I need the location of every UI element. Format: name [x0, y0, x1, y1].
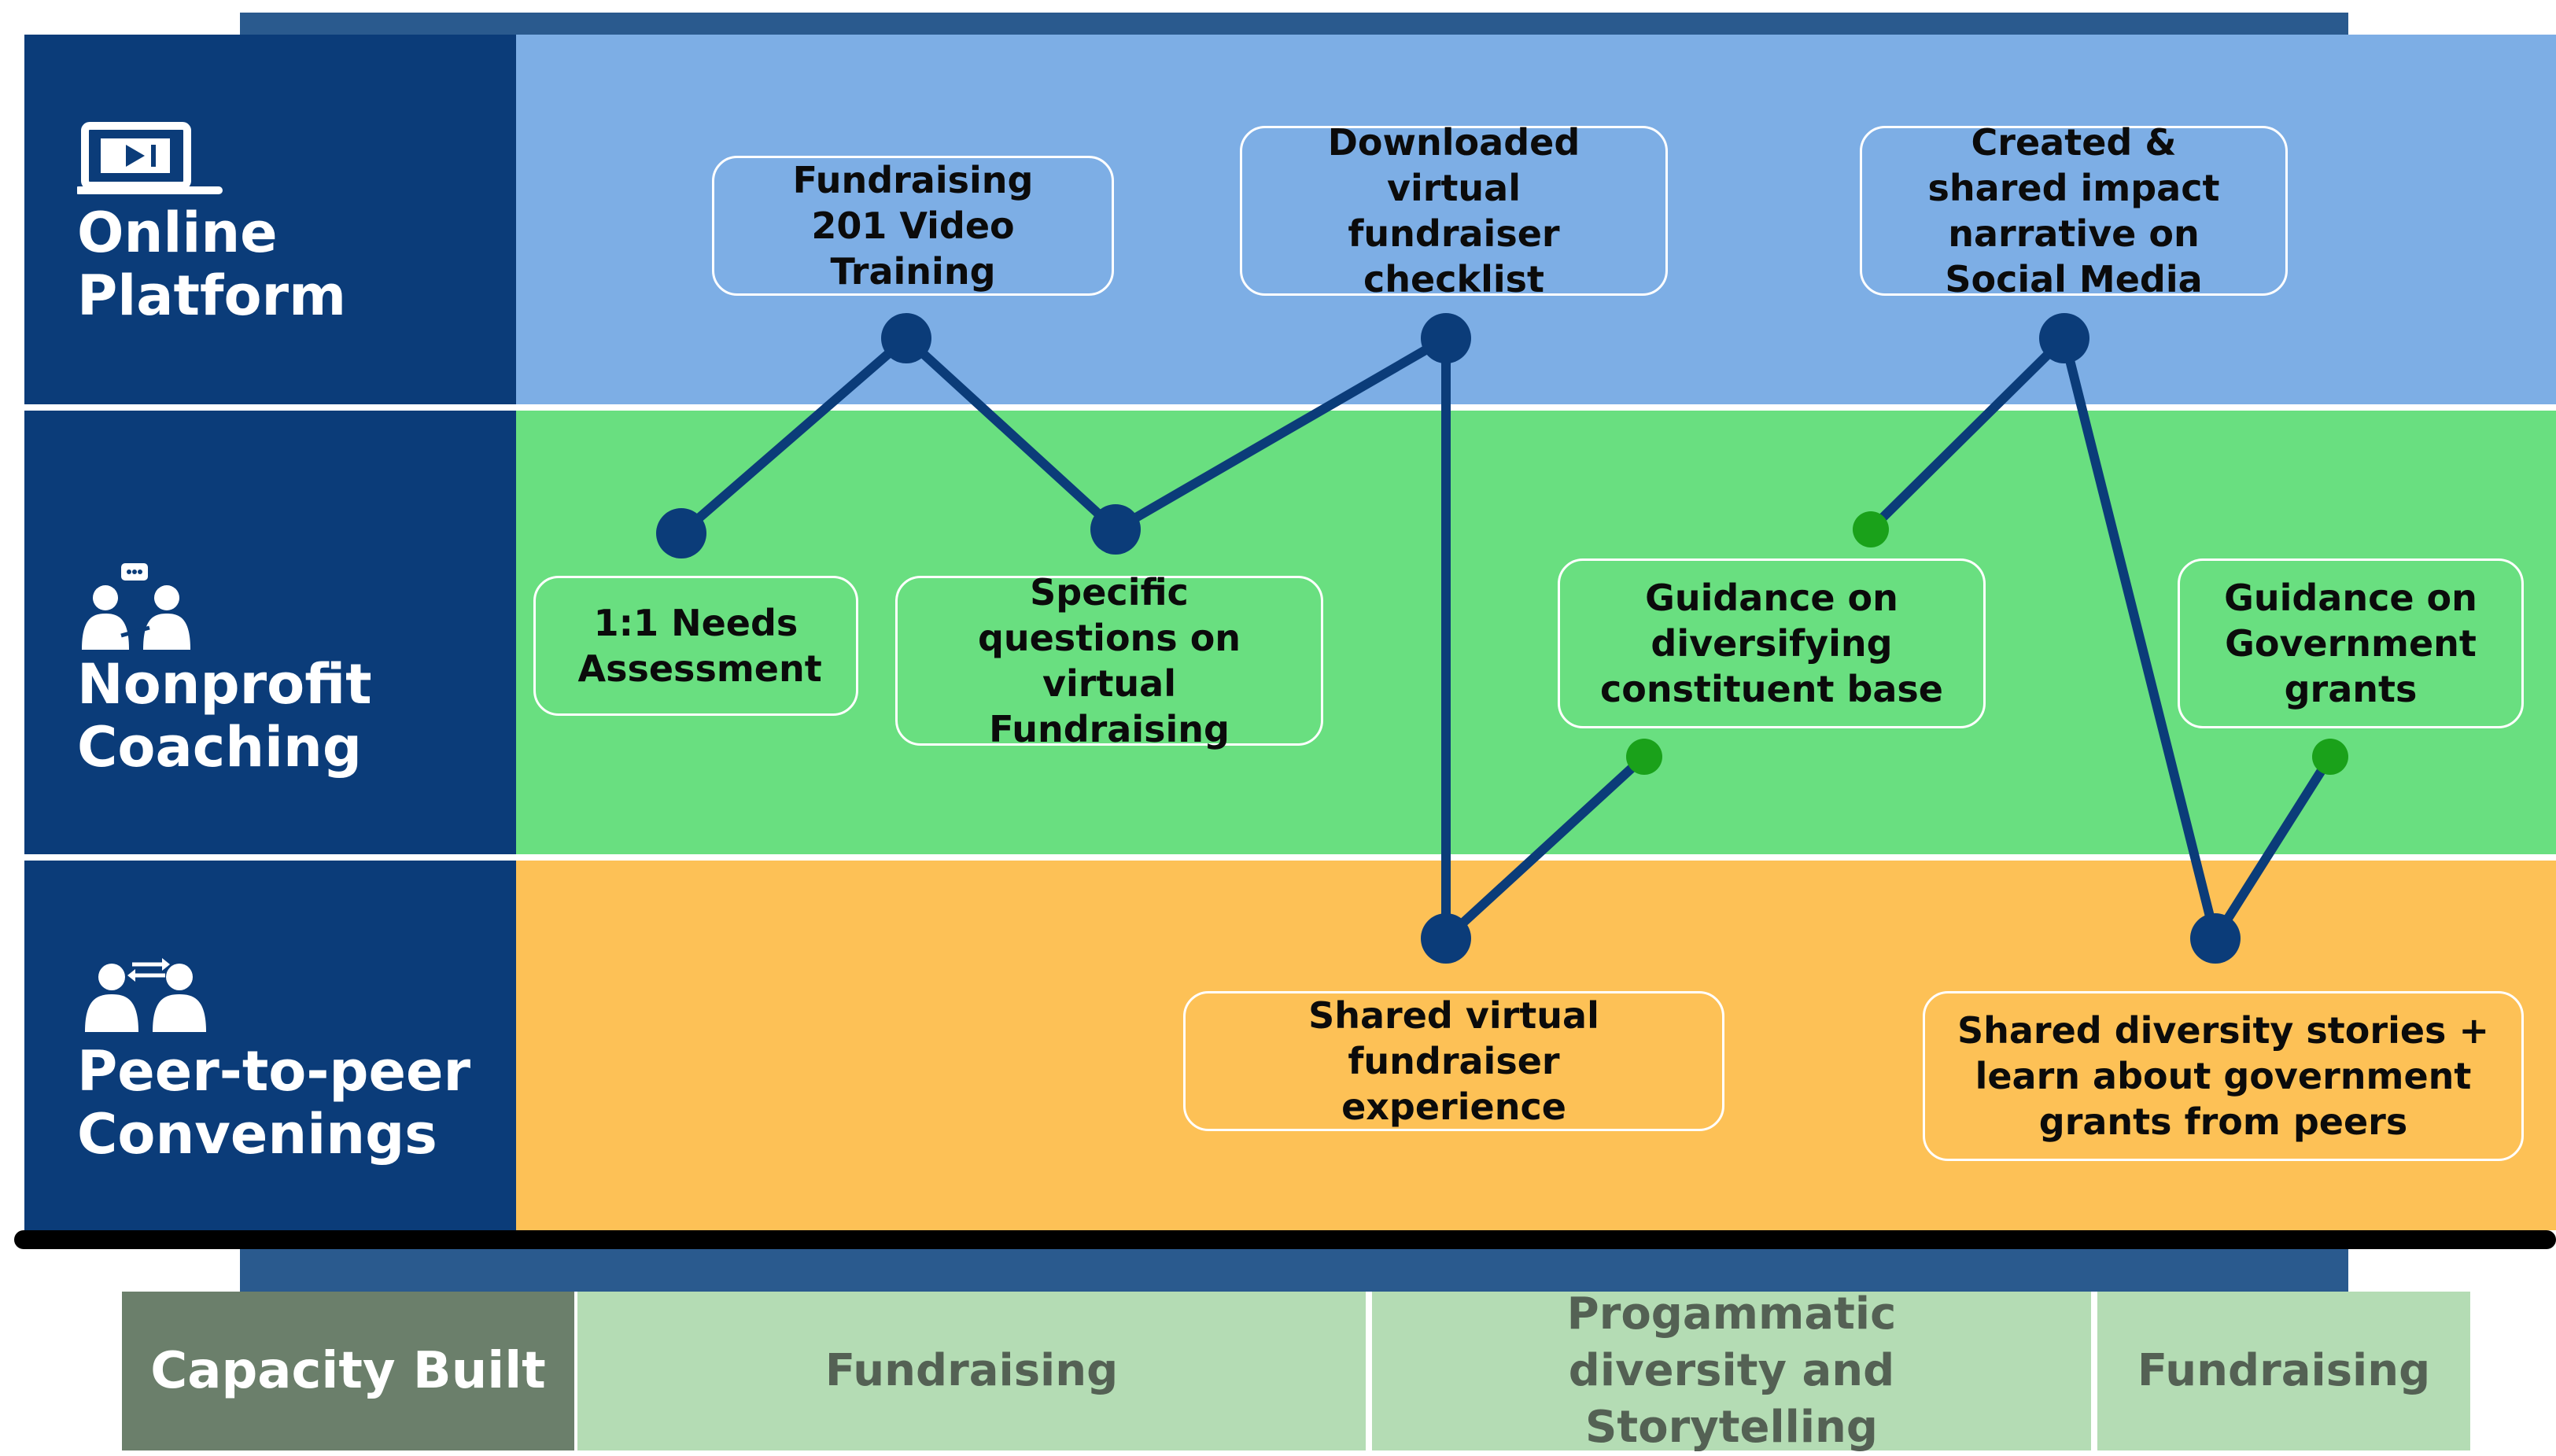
journey-node [1421, 313, 1471, 363]
row-label-online-platform: Online Platform [77, 201, 347, 328]
journey-node [1421, 913, 1471, 964]
top-bar [240, 13, 2348, 36]
capacity-cell: Progammatic diversity and Storytelling [1372, 1288, 2091, 1453]
step-needs-assessment: 1:1 Needs Assessment [533, 576, 858, 716]
journey-node-alt [1626, 739, 1662, 775]
journey-node [881, 313, 931, 363]
capacity-cell: Fundraising [2097, 1292, 2470, 1450]
step-government-guidance: Guidance on Government grants [2178, 558, 2524, 728]
lane-online-platform [516, 35, 2556, 404]
journey-node-alt [2312, 739, 2348, 775]
journey-node [2190, 913, 2241, 964]
journey-node [656, 508, 706, 558]
row-label-nonprofit-coaching: Nonprofit Coaching [77, 652, 372, 780]
capacity-cell: Fundraising [577, 1292, 1366, 1450]
capacity-header: Capacity Built [122, 1292, 574, 1450]
journey-line-segment [677, 334, 1649, 943]
timeline-baseline [14, 1230, 2556, 1249]
journey-node [1090, 504, 1141, 555]
journey-line-segment [1866, 334, 2335, 943]
laptop-video-icon [75, 121, 227, 203]
journey-node-alt [1853, 511, 1889, 547]
journey-node [2039, 313, 2089, 363]
step-shared-diversity: Shared diversity stories + learn about g… [1923, 991, 2524, 1161]
row-divider [24, 404, 2556, 411]
step-specific-questions: Specific questions on virtual Fundraisin… [895, 571, 1323, 750]
coaching-people-icon [77, 563, 195, 654]
bottom-bar [240, 1249, 2348, 1292]
row-label-peer-convenings: Peer-to-peer Convenings [77, 1039, 471, 1167]
step-diversifying-guidance: Guidance on diversifying constituent bas… [1558, 558, 1986, 728]
step-downloaded-checklist: Downloaded virtual fundraiser checklist [1240, 121, 1668, 300]
peer-exchange-icon [77, 950, 211, 1035]
row-divider [24, 854, 2556, 861]
step-shared-fundraiser: Shared virtual fundraiser experience [1183, 991, 1724, 1131]
step-impact-narrative: Created & shared impact narrative on Soc… [1860, 121, 2288, 300]
step-fundraising-201: Fundraising 201 Video Training [712, 156, 1114, 296]
